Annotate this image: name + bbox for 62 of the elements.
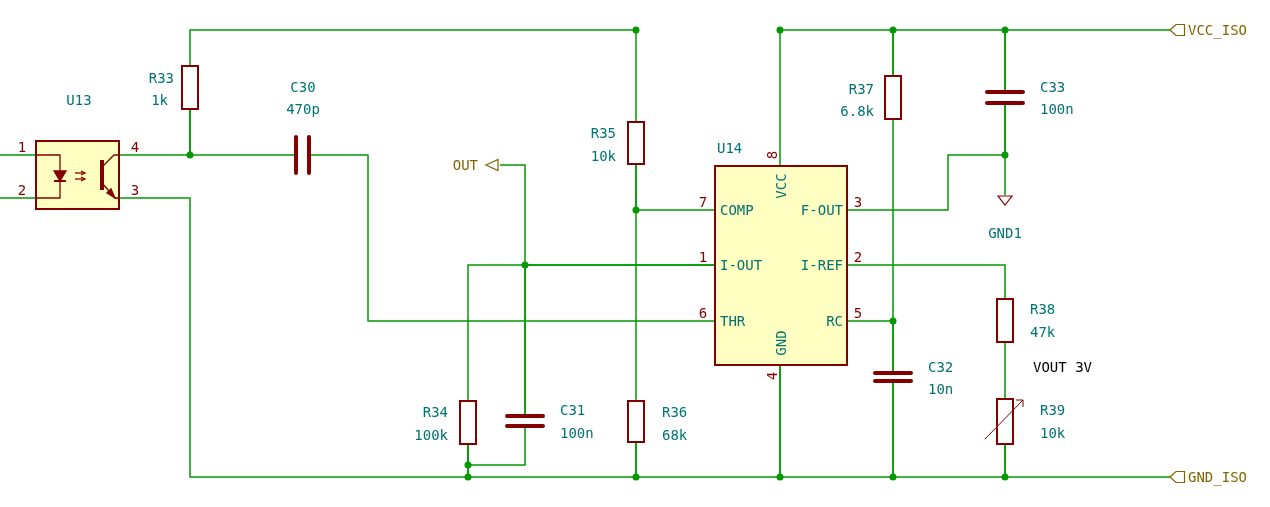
wire [635,164,637,401]
designator-label: R38 [1030,301,1056,317]
value-label: 100n [560,425,594,441]
pin-number: 2 [853,249,863,265]
designator-label: R39 [1040,402,1066,418]
pin-name: RC [826,313,843,329]
value-label: 47k [1030,324,1056,340]
value-label: 470p [286,101,320,117]
pin-number: 4 [130,139,140,155]
designator-label: C31 [560,402,586,418]
designator-label: R33 [148,70,174,86]
net-label: OUT [452,157,478,173]
pin-name: F-OUT [800,202,843,218]
wire [189,29,637,122]
pin-name: I-REF [800,257,843,273]
pin-number: 7 [698,194,708,210]
wire [847,320,894,372]
value-label: 10k [590,148,616,164]
pin-number: 1 [698,249,708,265]
value-label: 1k [151,92,168,108]
pin-number: 6 [698,305,708,321]
pin-number: 3 [130,182,140,198]
wire [847,264,1006,299]
designator-label: R36 [662,404,688,420]
wire [1004,29,1171,91]
net-label: GND_ISO [1188,469,1247,485]
pin-number: 4 [764,371,780,381]
pin-name: COMP [720,202,754,218]
wire [467,264,715,401]
wire [1004,342,1006,399]
pin-number: 3 [853,194,863,210]
wire [310,154,715,322]
designator-label: C33 [1040,79,1066,95]
wire [189,109,295,156]
wire [1004,444,1171,478]
pin-number: 2 [17,182,27,198]
pin-name: I-OUT [720,257,763,273]
net-annotation: VOUT 3V [1033,359,1092,375]
pin-number: 1 [17,139,27,155]
pin-number: 8 [764,150,780,160]
value-label: 6.8k [840,103,874,119]
designator-label: U14 [717,140,743,156]
value-label: 68k [662,427,688,443]
designator-label: U13 [66,92,92,108]
wire [0,154,36,156]
designator-label: R35 [590,125,616,141]
pin-number: 5 [853,305,863,321]
net-label: GND1 [988,225,1022,241]
value-label: 10k [1040,425,1066,441]
wire [1004,104,1006,196]
pin-name: GND [773,330,789,356]
wire [0,197,36,199]
designator-label: R34 [422,404,448,420]
designator-label: R37 [848,81,874,97]
net-label: VCC_ISO [1188,22,1247,38]
value-label: 100n [1040,101,1074,117]
pin-name: THR [720,313,746,329]
designator-label: C30 [290,79,316,95]
designator-label: C32 [928,359,954,375]
value-label: 10n [928,381,954,397]
value-label: 100k [414,427,448,443]
pin-name: VCC [773,173,789,199]
